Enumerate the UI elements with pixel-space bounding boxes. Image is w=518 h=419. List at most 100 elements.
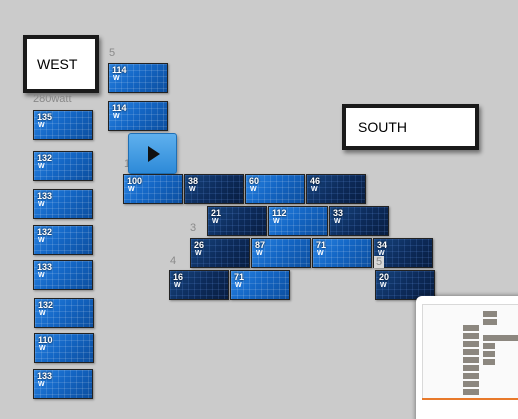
panel-watt-unit: W (212, 218, 219, 225)
minimap-panel-block (463, 333, 479, 339)
panel-watt-value: 38 (188, 176, 199, 186)
minimap-panel-block (463, 349, 479, 355)
row-number-5: 5 (374, 256, 385, 268)
minimap-panel-block (483, 311, 497, 317)
panel-watt-unit: W (273, 218, 280, 225)
play-button[interactable] (128, 133, 177, 174)
minimap-panel-block (463, 325, 479, 331)
panel-watt-value: 26 (194, 240, 205, 250)
panel-watt-unit: W (235, 282, 242, 289)
panel-watt-value: 132 (37, 153, 53, 163)
minimap-panel-block (483, 343, 495, 349)
panel-watt-unit: W (174, 282, 181, 289)
minimap-panel-block (483, 319, 497, 325)
minimap-panel-block (483, 359, 495, 365)
overview-minimap[interactable] (416, 296, 518, 419)
panel-watt-unit: W (38, 381, 45, 388)
panel-watt-value: 46 (310, 176, 321, 186)
row-number-4: 4 (170, 255, 177, 267)
panel-watt-unit: W (38, 272, 45, 279)
panel-watt-unit: W (38, 163, 45, 170)
panel-watt-value: 33 (333, 208, 344, 218)
panel-watt-value: 112 (272, 208, 287, 218)
minimap-panel-block (483, 335, 518, 341)
panel-watt-value: 135 (37, 112, 53, 122)
minimap-panel-block (463, 373, 479, 379)
panel-watt-value: 20 (379, 272, 390, 282)
panel-watt-value: 100 (127, 176, 143, 186)
panel-watt-value: 71 (234, 272, 245, 282)
minimap-canvas (422, 304, 518, 400)
minimap-panel-block (463, 341, 479, 347)
minimap-panel-block (463, 365, 479, 371)
minimap-panel-block (483, 351, 495, 357)
panel-watt-value: 114 (112, 65, 127, 75)
west-label: WEST (23, 35, 99, 93)
minimap-panel-block (463, 357, 479, 363)
panel-watt-value: 16 (173, 272, 184, 282)
panel-watt-value: 133 (37, 191, 53, 201)
minimap-panel-block (463, 389, 479, 395)
panel-watt-unit: W (39, 310, 46, 317)
row-number-top: 5 (109, 47, 116, 59)
panel-watt-unit: W (195, 250, 202, 257)
panel-watt-unit: W (311, 186, 318, 193)
panel-watt-unit: W (378, 250, 385, 257)
panel-watt-value: 60 (249, 176, 260, 186)
play-icon (148, 145, 160, 162)
south-label-text: SOUTH (358, 119, 407, 135)
panel-watt-unit: W (256, 250, 263, 257)
panel-watt-value: 87 (255, 240, 266, 250)
panel-watt-unit: W (380, 282, 387, 289)
panel-watt-value: 133 (37, 371, 53, 381)
minimap-ground-line (422, 398, 518, 400)
panel-watt-unit: W (113, 113, 120, 120)
panel-watt-value: 133 (37, 262, 53, 272)
panel-watt-unit: W (317, 250, 324, 257)
west-label-text: WEST (37, 56, 78, 72)
minimap-panel-block (463, 381, 479, 387)
panel-watt-unit: W (39, 345, 46, 352)
panel-watt-unit: W (38, 122, 45, 129)
panel-watt-unit: W (38, 237, 45, 244)
panel-watt-unit: W (189, 186, 196, 193)
panel-watt-value: 21 (211, 208, 222, 218)
panel-watt-unit: W (113, 75, 120, 82)
panel-watt-value: 34 (377, 240, 388, 250)
panel-wattage-label: 280watt (33, 93, 72, 105)
panel-watt-unit: W (128, 186, 135, 193)
panel-watt-value: 132 (37, 227, 53, 237)
panel-watt-value: 110 (38, 335, 53, 345)
panel-watt-unit: W (250, 186, 257, 193)
panel-watt-value: 132 (38, 300, 54, 310)
panel-watt-unit: W (334, 218, 341, 225)
panel-watt-value: 114 (112, 103, 127, 113)
row-number-1: 1 (124, 158, 130, 170)
panel-watt-value: 71 (316, 240, 327, 250)
row-number-3: 3 (190, 222, 197, 234)
